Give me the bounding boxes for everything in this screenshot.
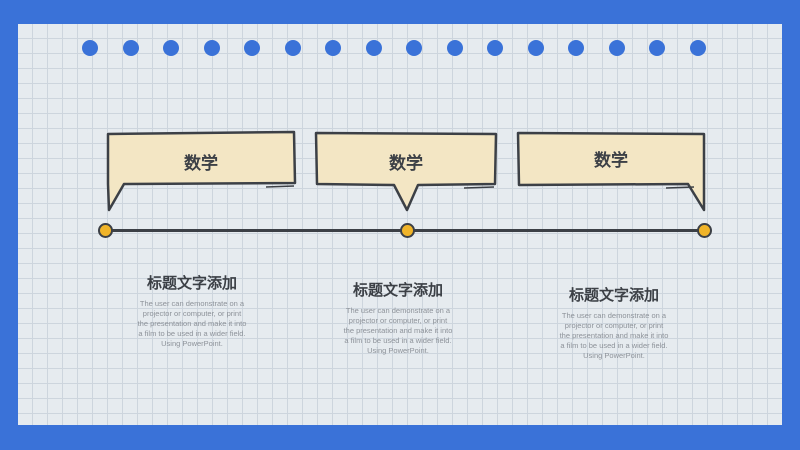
milestone-1-title: 标题文字添加	[146, 274, 237, 292]
milestone-2-title: 标题文字添加	[352, 281, 443, 299]
binder-hole	[406, 40, 422, 56]
callout-2-shape	[314, 131, 498, 212]
callout-2: 数学	[314, 131, 498, 212]
milestone-2: 标题文字添加 The user can demonstrate on a pro…	[308, 279, 488, 356]
milestone-1: 标题文字添加 The user can demonstrate on a pro…	[102, 272, 282, 349]
callout-1-shape	[106, 130, 297, 212]
binder-hole	[82, 40, 98, 56]
binder-hole	[608, 40, 625, 56]
binder-hole	[446, 40, 463, 56]
binder-hole	[527, 40, 544, 56]
binder-hole	[284, 40, 301, 56]
callout-3: 数学	[516, 131, 706, 212]
milestone-1-body: The user can demonstrate on a projector …	[137, 299, 247, 348]
binder-hole	[568, 40, 584, 56]
notebook-page: 数学 数学 数学 标题文字添加 The user can demonstrate…	[18, 24, 782, 425]
callout-3-shape	[516, 131, 706, 212]
binder-hole	[163, 40, 179, 56]
milestone-3: 标题文字添加 The user can demonstrate on a pro…	[524, 284, 704, 361]
binder-hole	[122, 40, 139, 56]
binder-hole	[365, 40, 382, 56]
callout-2-label: 数学	[389, 154, 423, 174]
callout-3-label: 数学	[594, 151, 628, 171]
binder-hole	[689, 40, 706, 56]
timeline-node-2	[400, 223, 415, 238]
binder-hole	[325, 40, 341, 56]
binder-hole	[649, 40, 665, 56]
milestone-3-title: 标题文字添加	[568, 286, 659, 304]
milestone-2-body: The user can demonstrate on a projector …	[343, 306, 453, 355]
milestone-3-body: The user can demonstrate on a projector …	[559, 311, 669, 360]
binder-hole	[203, 40, 220, 56]
callout-1-label: 数学	[184, 154, 218, 174]
timeline-node-1	[98, 223, 113, 238]
timeline-node-3	[697, 223, 712, 238]
callout-1: 数学	[106, 130, 297, 212]
binder-hole	[244, 40, 260, 56]
binder-hole	[487, 40, 503, 56]
